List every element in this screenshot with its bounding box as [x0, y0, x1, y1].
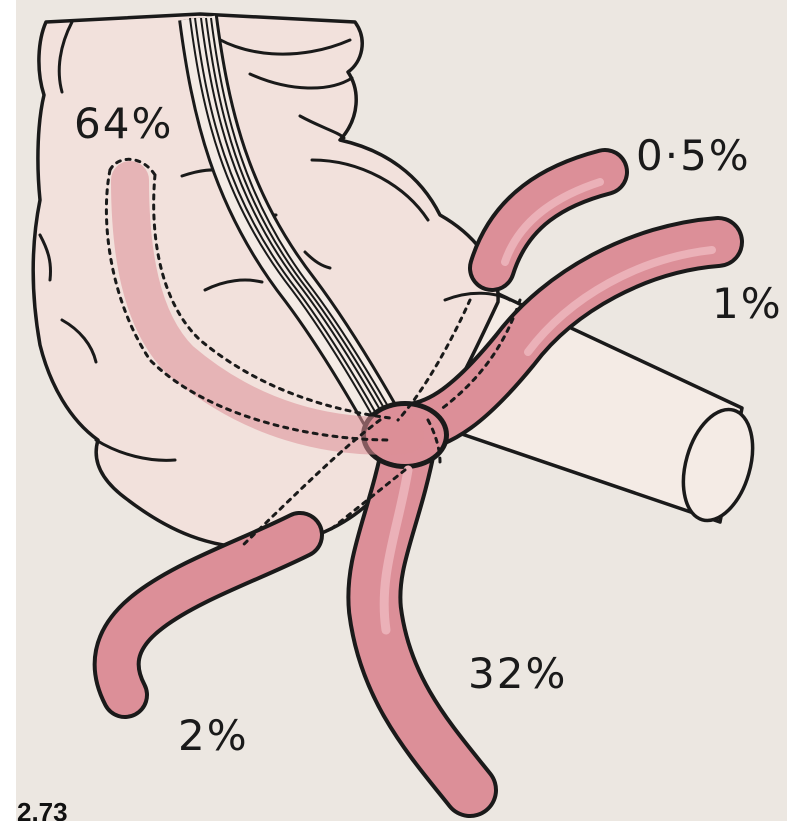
label-64-percent: 64%	[74, 99, 173, 148]
label-2-percent: 2%	[178, 711, 249, 760]
label-1-percent: 1%	[712, 279, 783, 328]
label-32-percent: 32%	[468, 649, 567, 698]
figure-number: 2.73	[17, 797, 68, 821]
label-0-5-percent: 0·5%	[636, 131, 751, 180]
